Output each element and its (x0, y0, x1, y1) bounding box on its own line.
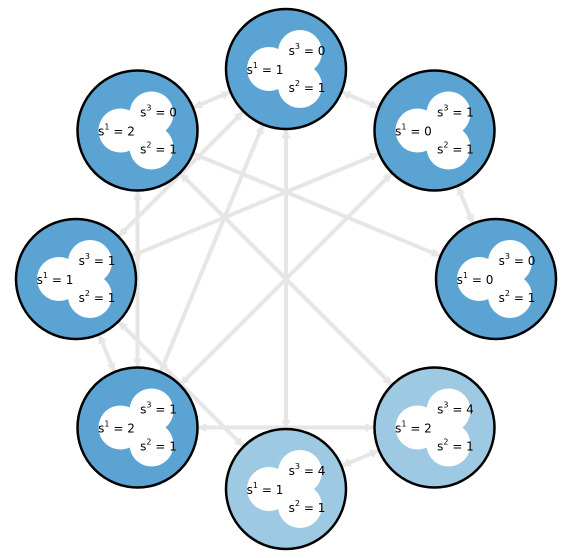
node-lobe (278, 484, 322, 528)
node-lobe (426, 91, 471, 136)
label-s2: s2 = 1 (79, 289, 116, 305)
node-bottom: s3 = 4 s1 = 1 s2 = 1 (224, 427, 348, 551)
label-s3: s3 = 4 (289, 462, 326, 478)
label-s3: s3 = 0 (499, 252, 536, 268)
label-s3: s3 = 1 (437, 103, 474, 119)
arrowhead (179, 172, 190, 183)
node-lobe (129, 388, 174, 433)
node-upper-right: s3 = 1 s1 = 0 s2 = 1 (373, 69, 496, 192)
edge-top-upper-right (339, 89, 382, 110)
label-s1: s1 = 1 (247, 481, 284, 497)
label-s2: s2 = 1 (140, 437, 177, 453)
node-lobe (129, 422, 174, 467)
arrowhead (341, 91, 352, 100)
label-s3: s3 = 0 (140, 103, 177, 119)
label-s3: s3 = 0 (289, 42, 326, 58)
label-s3: s3 = 1 (79, 252, 116, 268)
label-s3: s3 = 1 (140, 400, 177, 416)
arrowhead (281, 129, 291, 138)
edge-lower-right-bottom (339, 448, 382, 469)
arrowhead (197, 422, 207, 432)
label-s2: s2 = 1 (289, 79, 326, 95)
arrowhead (465, 213, 474, 224)
label-s2: s2 = 1 (437, 140, 474, 156)
node-lobe (278, 30, 322, 74)
node-lobe (68, 240, 112, 284)
node-lobe (426, 388, 471, 433)
label-s3: s3 = 4 (437, 400, 474, 416)
arrowhead (382, 375, 393, 386)
label-s1: s1 = 2 (395, 419, 432, 435)
label-s2: s2 = 1 (289, 499, 326, 515)
label-s1: s1 = 2 (98, 419, 135, 435)
node-lobe (426, 422, 471, 467)
node-lobe (278, 64, 322, 108)
arrowhead (98, 334, 107, 345)
edge-left-lower-left (96, 332, 117, 375)
nodes: s3 = 0s1 = 1s2 = 1s3 = 1s1 = 0s2 = 1s3 =… (14, 7, 558, 551)
label-s2: s2 = 1 (140, 140, 177, 156)
edge-upper-left-right (190, 151, 443, 259)
label-s1: s1 = 1 (247, 61, 284, 77)
node-right: s3 = 0 s1 = 0 s2 = 1 (434, 217, 558, 341)
edge-upper-right-right (455, 183, 476, 226)
arrowhead (133, 358, 143, 368)
node-lobe (488, 274, 532, 318)
node-upper-left: s3 = 0 s1 = 2 s2 = 1 (76, 69, 199, 192)
arrowhead (281, 420, 291, 429)
label-s2: s2 = 1 (499, 289, 536, 305)
arrowhead (220, 91, 231, 100)
label-s1: s1 = 1 (37, 271, 74, 287)
arrowhead (234, 111, 244, 121)
arrowhead (369, 99, 380, 109)
node-lower-left: s3 = 1 s1 = 2 s2 = 1 (76, 366, 199, 489)
arrowhead (341, 458, 352, 467)
edge-upper-left-lower-right (177, 170, 395, 388)
node-lobe (278, 450, 322, 494)
arrowhead (382, 172, 393, 183)
arrowhead (430, 248, 441, 257)
node-lower-right: s3 = 4 s1 = 2 s2 = 1 (373, 366, 496, 489)
label-s1: s1 = 0 (395, 122, 432, 138)
label-s1: s1 = 2 (98, 122, 135, 138)
node-lobe (488, 240, 532, 284)
arrowhead (106, 362, 116, 373)
arrowhead (456, 185, 466, 196)
node-lobe (426, 125, 471, 170)
node-lobe (129, 91, 174, 136)
node-lobe (129, 125, 174, 170)
arrowhead (369, 152, 380, 162)
node-top: s3 = 0 s1 = 1 s2 = 1 (224, 7, 348, 131)
arrowhead (192, 152, 203, 162)
label-s2: s2 = 1 (437, 437, 474, 453)
arrowhead (234, 437, 244, 447)
arrowhead (118, 227, 128, 237)
arrowhead (255, 124, 264, 135)
arrowhead (369, 449, 380, 459)
arrowhead (192, 99, 203, 109)
node-lobe (68, 274, 112, 318)
label-s1: s1 = 0 (457, 271, 494, 287)
arrowhead (133, 190, 143, 200)
node-left: s3 = 1 s1 = 1 s2 = 1 (14, 217, 138, 341)
edge-top-upper-left (190, 89, 233, 110)
edges (96, 89, 476, 469)
arrowhead (118, 321, 128, 331)
edge-lower-left-lower-right (195, 422, 377, 432)
arrowhead (365, 422, 375, 432)
